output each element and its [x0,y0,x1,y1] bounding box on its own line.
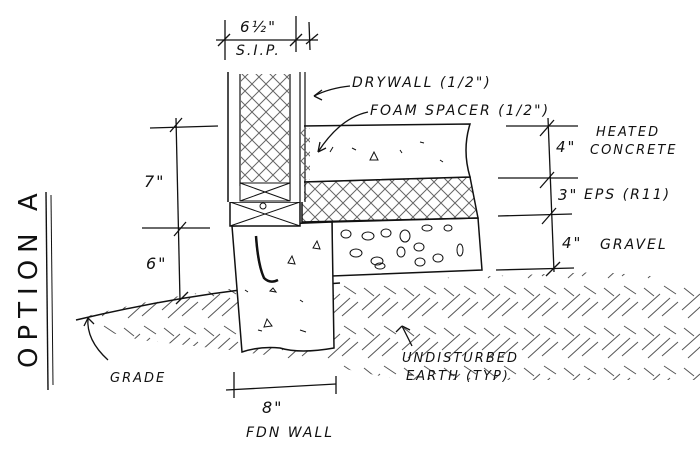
fdn-dim-label: 8" [262,398,284,417]
fdn-dimension [225,372,337,398]
option-title: OPTION A [14,186,44,368]
heated-concrete-dim: 4" [556,138,577,156]
gravel-dim: 4" [562,234,583,252]
eps-dim: 3" [558,186,579,204]
concrete-label: CONCRETE [590,143,678,158]
right-dimension [495,117,578,277]
gravel-layer [331,217,483,277]
left-dimension [142,117,219,305]
undisturbed-earth [75,272,700,380]
sip-dimension [216,16,319,60]
left-dim-bottom: 6" [146,254,168,273]
option-divider [45,191,54,391]
sill-plate [229,201,301,227]
grade-label: GRADE [110,371,167,386]
undisturbed-label: UNDISTURBED [402,351,519,366]
sip-wall [227,72,310,202]
left-dim-top: 7" [144,172,166,191]
heated-label: HEATED [596,125,661,140]
fdn-wall-label: FDN WALL [246,425,335,441]
foundation-wall [231,221,335,354]
sip-width-label: 6½" [240,18,277,36]
drywall-label: DRYWALL (1/2") [352,75,492,91]
earth-label: EARTH (TYP) [406,369,510,384]
foam-spacer-label: FOAM SPACER (1/2") [370,103,551,119]
eps-label: EPS (R11) [584,187,672,203]
eps-layer [301,176,479,223]
heated-concrete-slab [301,123,472,183]
sip-label: S.I.P. [236,43,281,59]
gravel-label: GRAVEL [600,237,668,253]
leader-lines [83,85,413,361]
